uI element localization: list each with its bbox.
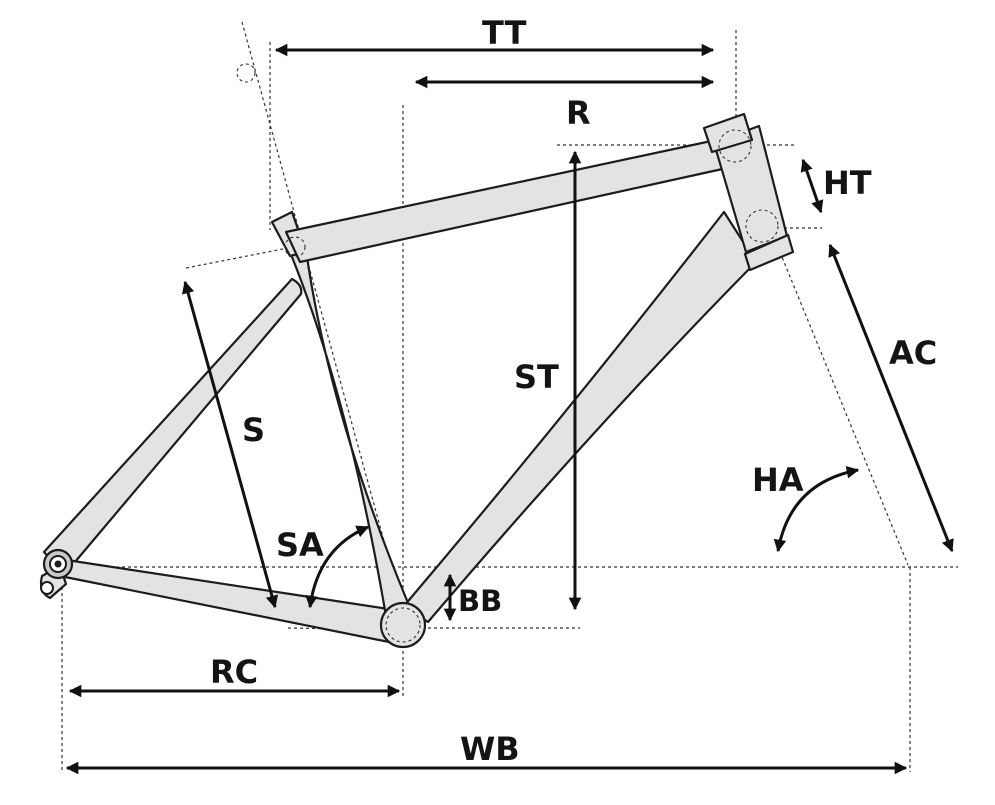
label-ac: AC	[889, 334, 937, 372]
sa-arc-arrow	[305, 525, 370, 609]
label-ha: HA	[752, 461, 804, 499]
headset-bottom-cup	[743, 233, 795, 272]
upper-bearing-marker	[718, 129, 752, 163]
label-rc: RC	[210, 653, 258, 691]
label-wb: WB	[460, 730, 520, 768]
label-r: R	[566, 94, 591, 132]
seat-tube	[288, 248, 418, 630]
bike-frame	[39, 112, 795, 649]
label-bb: BB	[458, 584, 502, 618]
chain-stay	[58, 557, 406, 647]
ht-arrow	[800, 158, 824, 214]
bottom-bracket-center	[385, 607, 421, 643]
label-tt: TT	[482, 14, 527, 52]
s-arrow	[181, 280, 279, 609]
ac-arrow	[828, 243, 954, 553]
bottom-bracket-shell	[379, 601, 427, 649]
headset-top-cup	[702, 112, 754, 154]
label-sa: SA	[276, 526, 324, 564]
ha-arc-arrow	[773, 465, 860, 553]
label-s: S	[242, 411, 265, 449]
down-tube	[402, 210, 758, 624]
dimension-labels: TT R HT AC ST S SA HA BB RC WB	[210, 14, 937, 768]
label-st: ST	[514, 358, 559, 396]
seat-cluster-marker	[284, 236, 306, 258]
rear-dropout	[39, 548, 74, 600]
dimension-arrows	[65, 43, 954, 775]
saddle-height-guide	[185, 246, 294, 269]
label-ht: HT	[823, 164, 872, 202]
lower-bearing-marker	[745, 209, 779, 243]
saddle-point-marker	[236, 63, 256, 83]
top-tube	[284, 138, 729, 264]
